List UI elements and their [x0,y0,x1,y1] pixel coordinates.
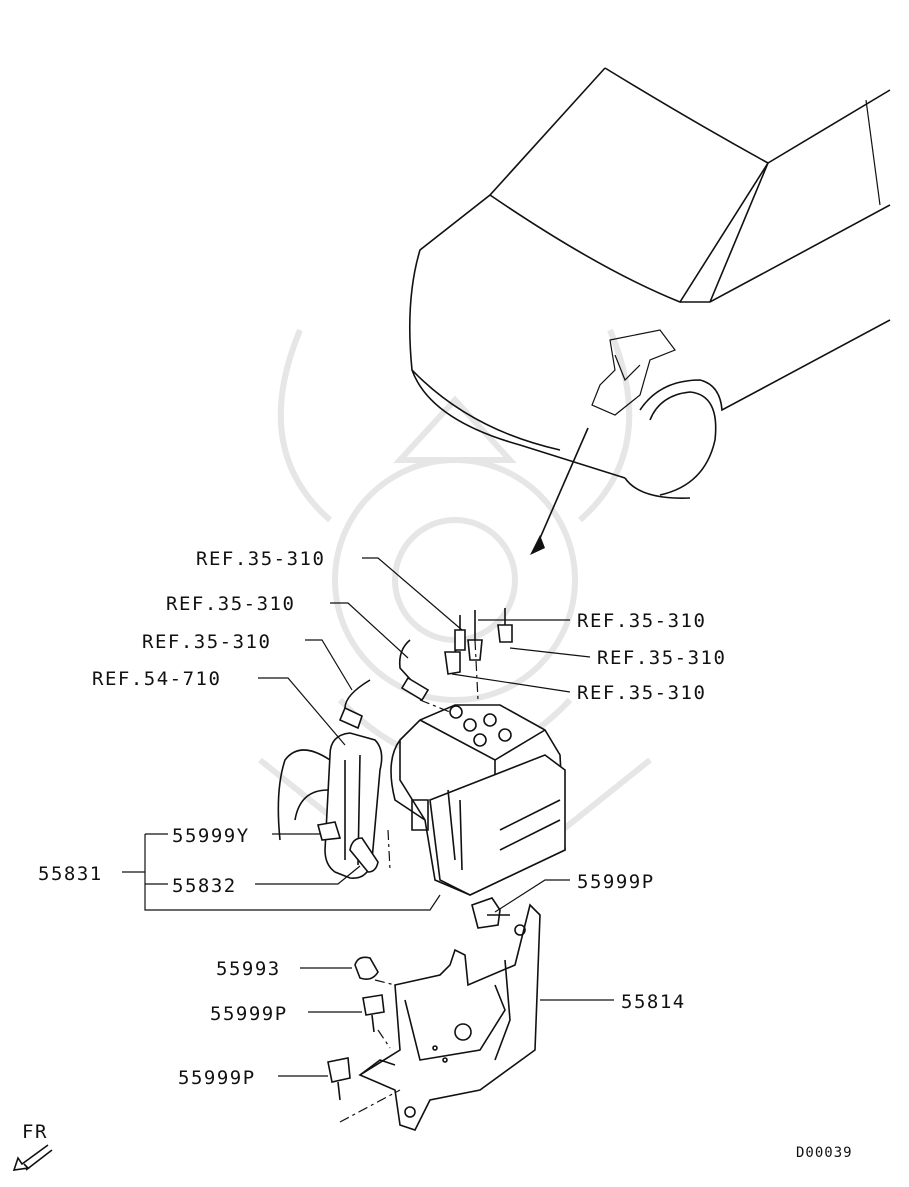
label-ref-54-710: REF.54-710 [92,668,221,690]
label-55999p-b: 55999P [210,1003,288,1025]
small-parts [317,821,510,1101]
label-ref-35-310-a: REF.35-310 [196,548,325,570]
mounting-bracket [358,903,541,1131]
vehicle-outline [408,67,891,555]
label-55831: 55831 [38,863,103,885]
label-ref-35-310-b: REF.35-310 [166,593,295,615]
label-55999p-c: 55999P [178,1067,256,1089]
label-55814: 55814 [621,991,686,1013]
label-fr: FR [22,1121,48,1143]
drawing-code: D00039 [796,1145,853,1161]
label-ref-35-310-f: REF.35-310 [577,682,706,704]
label-55832: 55832 [172,875,237,897]
label-55999y: 55999Y [172,825,250,847]
label-ref-35-310-d: REF.35-310 [577,610,706,632]
abs-hydraulic-unit [390,704,566,896]
label-ref-35-310-c: REF.35-310 [142,631,271,653]
label-ref-35-310-e: REF.35-310 [597,647,726,669]
assembly-lines [339,639,479,1123]
label-55993: 55993 [216,958,281,980]
leader-lines [122,557,614,1077]
label-55999p-a: 55999P [577,871,655,893]
fr-direction-arrow [12,1144,53,1171]
brake-lines [338,608,513,730]
